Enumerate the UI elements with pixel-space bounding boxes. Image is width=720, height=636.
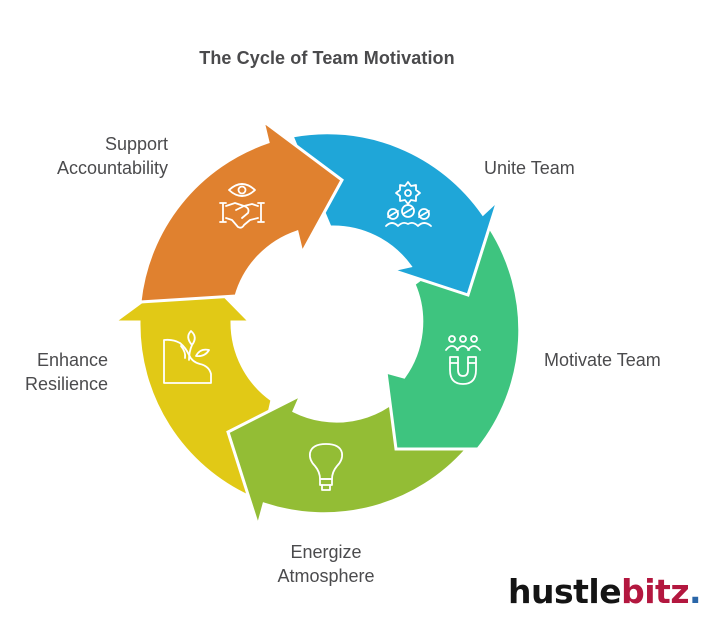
label-line: Unite Team — [484, 158, 575, 178]
label-line: Energize — [290, 542, 362, 562]
label-motivate-team: Motivate Team — [544, 348, 714, 372]
diagram-title: The Cycle of Team Motivation — [199, 48, 455, 68]
brand-dot: . — [689, 572, 702, 611]
label-line: Enhance — [36, 350, 108, 370]
label-line: Accountability — [56, 158, 168, 178]
people-magnet-icon — [445, 335, 481, 385]
team-gear-icon — [385, 181, 432, 227]
lightbulb-icon — [308, 443, 344, 491]
arrow-motivate-team — [384, 225, 522, 451]
label-enhance-resilience: Enhance Resilience — [0, 348, 108, 396]
label-line: Atmosphere — [277, 566, 375, 586]
arrow-support-accountability — [138, 117, 344, 304]
plant-slope-icon — [163, 330, 212, 384]
brand-logo: hustlebitz. — [508, 572, 702, 612]
brand-part-hustle: hustle — [508, 572, 622, 611]
label-energize-atmosphere: Energize Atmosphere — [246, 540, 406, 588]
label-line: Motivate Team — [544, 350, 661, 370]
label-unite-team: Unite Team — [484, 156, 644, 180]
eye-handshake-icon — [219, 183, 265, 229]
label-line: Support — [104, 134, 168, 154]
brand-part-bitz: bitz — [621, 572, 690, 611]
arrow-unite-team — [289, 131, 502, 297]
label-line: Resilience — [24, 374, 108, 394]
label-support-accountability: Support Accountability — [20, 132, 168, 180]
